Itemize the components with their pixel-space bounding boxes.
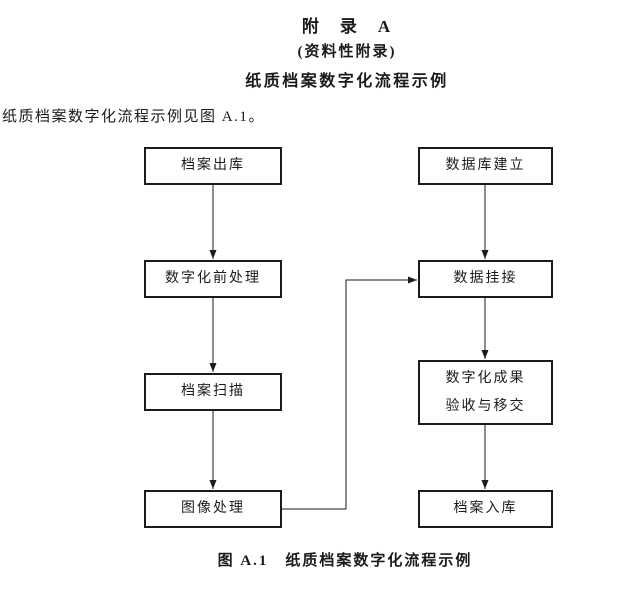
flow-box-archive-out: 档案出库 bbox=[144, 147, 282, 185]
figure-caption: 图 A.1 纸质档案数字化流程示例 bbox=[217, 553, 473, 569]
flow-box-archive-scanning: 档案扫描 bbox=[144, 373, 282, 411]
flow-box-database-building: 数据库建立 bbox=[418, 147, 553, 185]
flow-box-pre-digitization-processing: 数字化前处理 bbox=[144, 260, 282, 298]
flow-box-acceptance-and-transfer: 数字化成果 验收与移交 bbox=[418, 360, 553, 425]
arrow-image-process-to-datalink bbox=[282, 276, 417, 510]
intro-text: 纸质档案数字化流程示例见图 A.1。 bbox=[2, 109, 265, 125]
appendix-subtitle: (资料性附录) bbox=[297, 44, 397, 60]
flow-box-image-processing: 图像处理 bbox=[144, 490, 282, 528]
appendix-heading: 纸质档案数字化流程示例 bbox=[245, 73, 449, 90]
flow-box-archive-in: 档案入库 bbox=[418, 490, 553, 528]
flow-box-data-linking: 数据挂接 bbox=[418, 260, 553, 298]
appendix-title: 附 录 A bbox=[301, 17, 393, 36]
